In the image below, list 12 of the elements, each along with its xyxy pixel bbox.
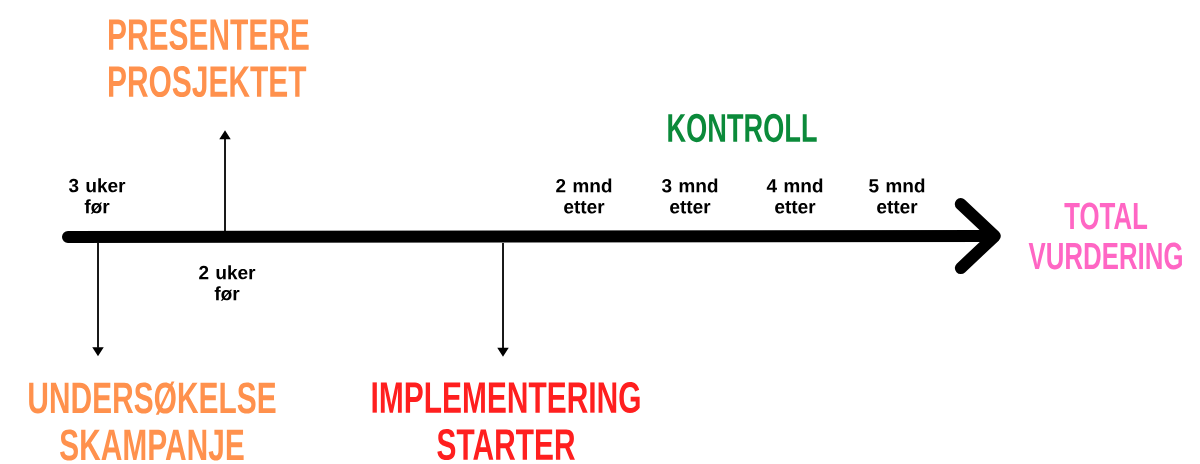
time-label: 5 mnd etter <box>869 178 925 214</box>
stage-label: TOTAL VURDERING <box>1028 202 1182 270</box>
stage-label: PRESENTERE PROSJEKTET <box>109 18 309 98</box>
time-label: 4 mnd etter <box>766 178 823 214</box>
phase-label: KONTROLL <box>668 113 817 143</box>
time-label: 3 mnd etter <box>661 178 718 214</box>
stage-label: IMPLEMENTERING STARTER <box>372 381 640 461</box>
time-label: 3 uker før <box>68 178 126 214</box>
time-label: 2 uker før <box>199 265 256 301</box>
timeline-arrow <box>62 198 1001 275</box>
stage-label: UNDERSØKELSE SKAMPANJE <box>29 381 276 461</box>
time-label: 2 mnd etter <box>556 178 612 214</box>
